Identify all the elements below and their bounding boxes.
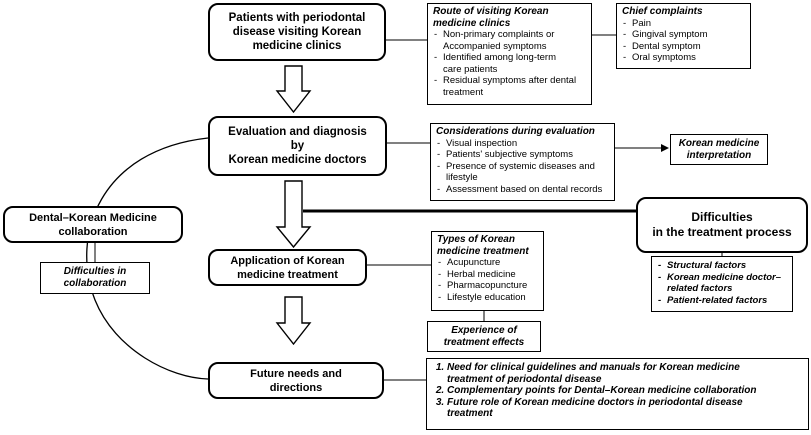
patients-line-2: disease visiting Korean	[232, 26, 362, 38]
future-item: Future role of Korean medicine doctors i…	[447, 397, 804, 420]
types-item: Acupuncture	[437, 257, 538, 269]
considerations-heading: Considerations during evaluation	[436, 126, 595, 137]
experience-box: Experience of treatment effects	[427, 321, 541, 352]
difficulty-factor-item: Korean medicine doctor–related factors	[657, 272, 787, 295]
collaboration-arc	[86, 137, 209, 380]
interpretation-box: Korean medicine interpretation	[670, 134, 768, 165]
chief-list: Pain Gingival symptom Dental symptom Ora…	[622, 18, 745, 64]
difficulty-factors-list: Structural factors Korean medicine docto…	[657, 260, 787, 306]
down-arrow-3	[275, 296, 312, 346]
types-list: Acupuncture Herbal medicine Pharmacopunc…	[437, 257, 538, 303]
collab-difficulties-box: Difficulties in collaboration	[40, 262, 150, 294]
considerations-item: Patients' subjective symptoms	[436, 149, 609, 161]
future-list-box: Need for clinical guidelines and manuals…	[426, 358, 809, 430]
chief-heading: Chief complaints	[622, 6, 703, 17]
future-list: Need for clinical guidelines and manuals…	[431, 362, 804, 420]
difficulties-process-box: Difficulties in the treatment process	[636, 197, 808, 253]
evaluation-box: Evaluation and diagnosis by Korean medic…	[208, 116, 387, 176]
considerations-item: Presence of systemic diseases andlifesty…	[436, 161, 609, 184]
future-item: Need for clinical guidelines and manuals…	[447, 362, 804, 385]
types-heading: Types of Korean medicine treatment	[437, 234, 529, 257]
chief-item: Pain	[622, 18, 745, 30]
difficulty-factor-item: Structural factors	[657, 260, 787, 272]
difficulty-factors-box: Structural factors Korean medicine docto…	[651, 256, 793, 312]
types-box: Types of Korean medicine treatment Acupu…	[431, 231, 544, 311]
chief-item: Dental symptom	[622, 41, 745, 53]
collaboration-box: Dental–Korean Medicine collaboration	[3, 206, 183, 243]
difficulty-factor-item: Patient-related factors	[657, 295, 787, 307]
evaluation-line-2: by	[290, 140, 305, 152]
types-item: Lifestyle education	[437, 292, 538, 304]
patients-line-1: Patients with periodontal	[228, 12, 366, 24]
future-item: Complementary points for Dental–Korean m…	[447, 385, 804, 397]
down-arrow-1	[275, 65, 312, 114]
considerations-list: Visual inspection Patients' subjective s…	[436, 138, 609, 196]
evaluation-line-3: Korean medicine doctors	[228, 154, 367, 166]
patients-line-3: medicine clinics	[252, 40, 342, 52]
route-heading: Route of visiting Korean medicine clinic…	[433, 6, 549, 29]
chief-complaints-box: Chief complaints Pain Gingival symptom D…	[616, 3, 751, 69]
chief-item: Gingival symptom	[622, 29, 745, 41]
considerations-item: Assessment based on dental records	[436, 184, 609, 196]
considerations-box: Considerations during evaluation Visual …	[430, 123, 615, 201]
route-box: Route of visiting Korean medicine clinic…	[427, 3, 592, 105]
chief-item: Oral symptoms	[622, 52, 745, 64]
types-item: Herbal medicine	[437, 269, 538, 281]
future-box: Future needs and directions	[208, 362, 384, 399]
application-box: Application of Korean medicine treatment	[208, 249, 367, 286]
down-arrow-2	[275, 180, 312, 249]
types-item: Pharmacopuncture	[437, 280, 538, 292]
considerations-item: Visual inspection	[436, 138, 609, 150]
patients-box: Patients with periodontal disease visiti…	[208, 3, 386, 61]
evaluation-line-1: Evaluation and diagnosis	[228, 126, 367, 138]
